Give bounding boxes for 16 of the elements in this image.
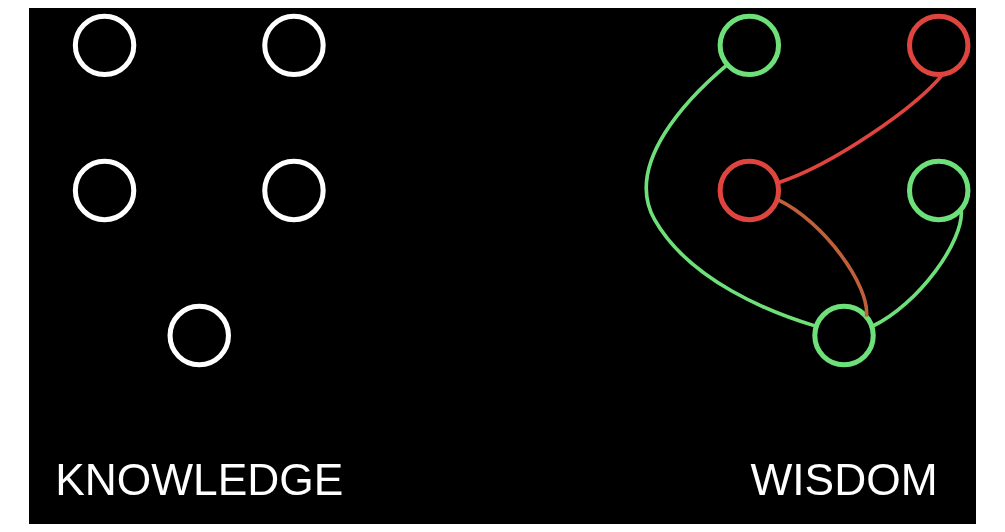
connector	[776, 198, 869, 317]
node-circle	[907, 158, 971, 223]
label: WISDOM	[750, 454, 938, 504]
node-circle	[812, 303, 876, 368]
node-circle	[262, 13, 326, 78]
connector	[871, 209, 963, 329]
node-circle	[72, 158, 137, 223]
node-circle	[167, 303, 231, 368]
node-circle	[262, 158, 326, 223]
node-circle	[717, 13, 782, 78]
connector	[777, 73, 944, 185]
node-circle	[907, 13, 971, 78]
node-circle	[72, 13, 137, 78]
label: KNOWLEDGE	[55, 454, 344, 504]
node-circle	[717, 158, 782, 223]
connector	[644, 63, 817, 328]
